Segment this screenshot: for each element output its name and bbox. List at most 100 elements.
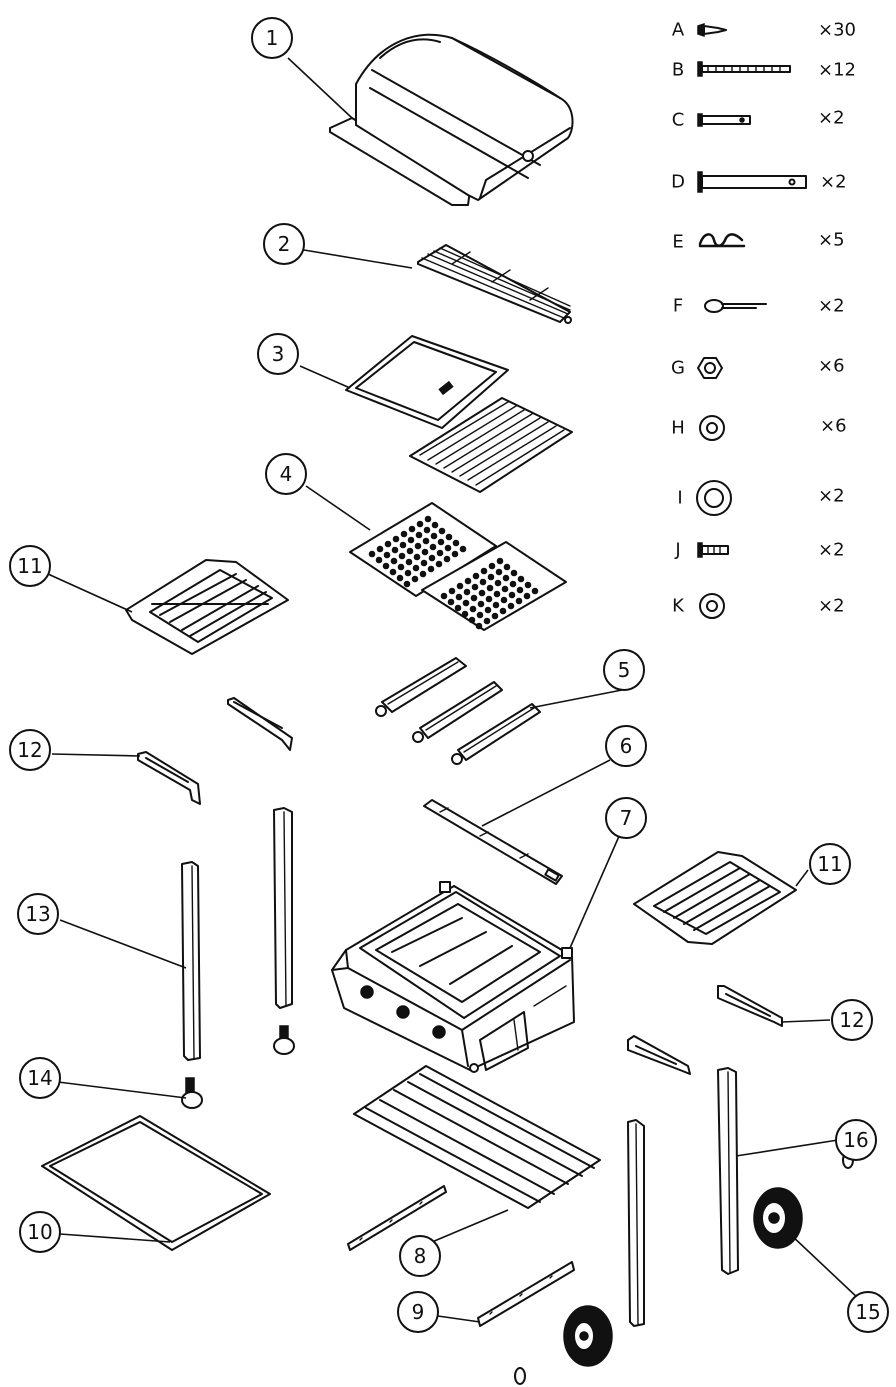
svg-text:6: 6: [620, 734, 633, 758]
part-leg-bracket-left-b: [137, 751, 201, 805]
svg-text:12: 12: [17, 738, 42, 762]
part-bottom-shelf-slats: [353, 1065, 601, 1209]
svg-text:×2: ×2: [818, 486, 845, 507]
svg-text:14: 14: [27, 1066, 52, 1090]
part-shelf-rail-a: [347, 1185, 447, 1251]
svg-text:×12: ×12: [818, 60, 856, 81]
svg-text:4: 4: [280, 462, 293, 486]
large-washer-icon: [696, 480, 732, 516]
svg-text:8: 8: [414, 1244, 427, 1268]
part-leg-left-front: [181, 861, 201, 1061]
svg-text:H: H: [671, 418, 685, 439]
part-side-shelf-right: [633, 851, 797, 945]
callout-6: 6: [605, 725, 647, 767]
callout-14: 14: [19, 1057, 61, 1099]
part-shelf-rail-b: [477, 1261, 575, 1327]
part-leg-right-front: [627, 1119, 645, 1327]
leader-lines: [47, 57, 861, 1323]
hardware-row-j: J ×2: [674, 540, 844, 561]
svg-text:×6: ×6: [820, 416, 847, 437]
hardware-row-b: B ×12: [672, 60, 856, 81]
callout-10: 10: [19, 1211, 61, 1253]
part-wheel-front: [563, 1305, 613, 1367]
short-bolt-icon: [697, 542, 729, 558]
callout-4: 4: [265, 453, 307, 495]
hardware-list: A ×30 B ×12 C ×2: [671, 20, 856, 619]
svg-text:10: 10: [27, 1220, 52, 1244]
svg-text:×2: ×2: [818, 296, 845, 317]
callout-12-left: 12: [9, 729, 51, 771]
svg-text:15: 15: [855, 1300, 880, 1324]
svg-text:K: K: [672, 596, 685, 617]
part-leg-bracket-right-b: [627, 1035, 691, 1075]
svg-text:13: 13: [25, 902, 50, 926]
hardware-row-g: G ×6: [671, 356, 845, 379]
hardware-row-k: K ×2: [672, 593, 845, 619]
svg-text:1: 1: [266, 26, 279, 50]
screw-icon: [697, 22, 727, 38]
callout-13: 13: [17, 893, 59, 935]
svg-text:11: 11: [817, 852, 842, 876]
part-leg-right-rear: [717, 1067, 739, 1275]
spring-clip-icon: [698, 233, 746, 248]
svg-text:×2: ×2: [818, 540, 845, 561]
hardware-row-h: H ×6: [671, 415, 847, 441]
part-briquette-trays: [349, 502, 567, 631]
part-wheel-rear: [753, 1187, 803, 1249]
svg-text:C: C: [672, 110, 685, 131]
part-side-shelf-left: [125, 559, 289, 655]
callout-2: 2: [263, 223, 305, 265]
cotter-pin-icon: [704, 299, 767, 313]
part-burners: [375, 657, 541, 765]
part-griddle-plate: [345, 335, 509, 429]
callout-11-left: 11: [9, 545, 51, 587]
svg-text:B: B: [672, 60, 684, 81]
svg-text:G: G: [671, 358, 685, 379]
svg-text:F: F: [673, 296, 683, 317]
hardware-row-d: D ×2: [671, 171, 847, 193]
callout-1: 1: [251, 17, 293, 59]
part-burner-bracket: [423, 799, 563, 885]
svg-text:3: 3: [272, 342, 285, 366]
svg-text:I: I: [677, 488, 682, 509]
svg-text:A: A: [672, 20, 685, 41]
part-lid: [329, 33, 574, 206]
hardware-row-i: I ×2: [677, 480, 845, 516]
callout-7: 7: [605, 797, 647, 839]
svg-text:5: 5: [618, 658, 631, 682]
callout-5: 5: [603, 649, 645, 691]
washer-icon: [699, 415, 725, 441]
axle-icon: [697, 171, 807, 193]
svg-text:7: 7: [620, 806, 633, 830]
svg-text:×2: ×2: [818, 108, 845, 129]
part-warming-rack: [417, 244, 572, 324]
svg-text:12: 12: [839, 1008, 864, 1032]
callout-16: 16: [835, 1119, 877, 1161]
svg-text:×2: ×2: [820, 172, 847, 193]
hardware-row-c: C ×2: [672, 108, 845, 131]
part-caster-rear: [273, 1025, 295, 1055]
callout-8: 8: [399, 1235, 441, 1277]
callout-9: 9: [397, 1291, 439, 1333]
svg-text:J: J: [674, 540, 680, 561]
callout-12-right: 12: [831, 999, 873, 1041]
callout-15: 15: [847, 1291, 889, 1333]
part-firebox: [331, 881, 575, 1073]
svg-text:2: 2: [278, 232, 291, 256]
svg-text:11: 11: [17, 554, 42, 578]
callout-11-right: 11: [809, 843, 851, 885]
hex-nut-icon: [697, 357, 723, 379]
part-leg-bracket-right-a: [717, 985, 783, 1027]
svg-text:×2: ×2: [818, 596, 845, 617]
pin-icon: [697, 113, 751, 127]
callout-3: 3: [257, 333, 299, 375]
svg-text:16: 16: [843, 1128, 868, 1152]
hardware-row-e: E ×5: [672, 230, 844, 253]
part-leg-left-rear: [273, 807, 293, 1009]
svg-text:E: E: [672, 232, 683, 253]
svg-text:×30: ×30: [818, 20, 856, 41]
svg-text:9: 9: [412, 1300, 425, 1324]
hardware-row-a: A ×30: [672, 20, 856, 41]
